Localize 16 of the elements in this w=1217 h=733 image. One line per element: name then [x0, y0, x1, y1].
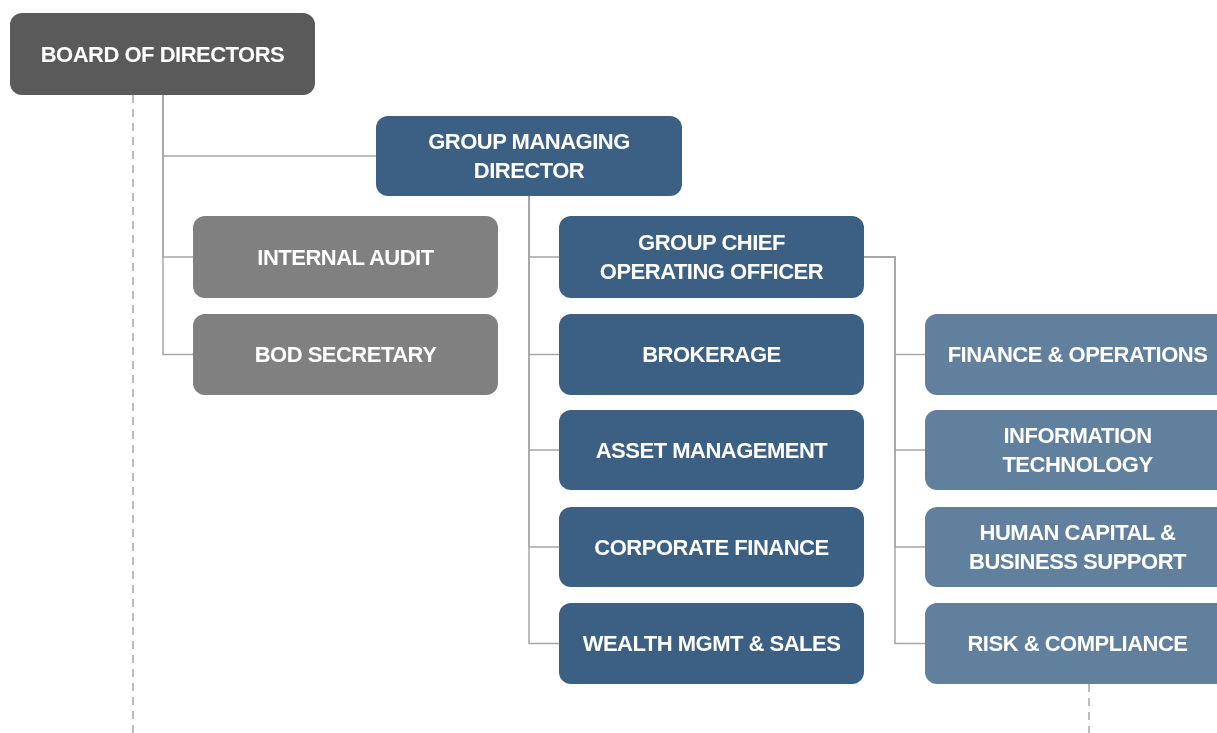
org-box: CORPORATE FINANCE: [559, 507, 864, 587]
org-box: GROUP MANAGING DIRECTOR: [376, 116, 682, 196]
dashed-connector-line: [1088, 683, 1090, 733]
dashed-connector-line: [132, 94, 134, 733]
org-box: RISK & COMPLIANCE: [925, 603, 1217, 684]
org-box: WEALTH MGMT & SALES: [559, 603, 864, 684]
org-box: HUMAN CAPITAL & BUSINESS SUPPORT: [925, 507, 1217, 587]
org-box: BROKERAGE: [559, 314, 864, 395]
org-box: FINANCE & OPERATIONS: [925, 314, 1217, 395]
org-box: INTERNAL AUDIT: [193, 216, 498, 298]
org-box: BOARD OF DIRECTORS: [10, 13, 315, 95]
org-box: ASSET MANAGEMENT: [559, 410, 864, 490]
org-box: BOD SECRETARY: [193, 314, 498, 395]
org-box: INFORMATION TECHNOLOGY: [925, 410, 1217, 490]
connector-line: [162, 94, 194, 356]
org-box: GROUP CHIEF OPERATING OFFICER: [559, 216, 864, 298]
